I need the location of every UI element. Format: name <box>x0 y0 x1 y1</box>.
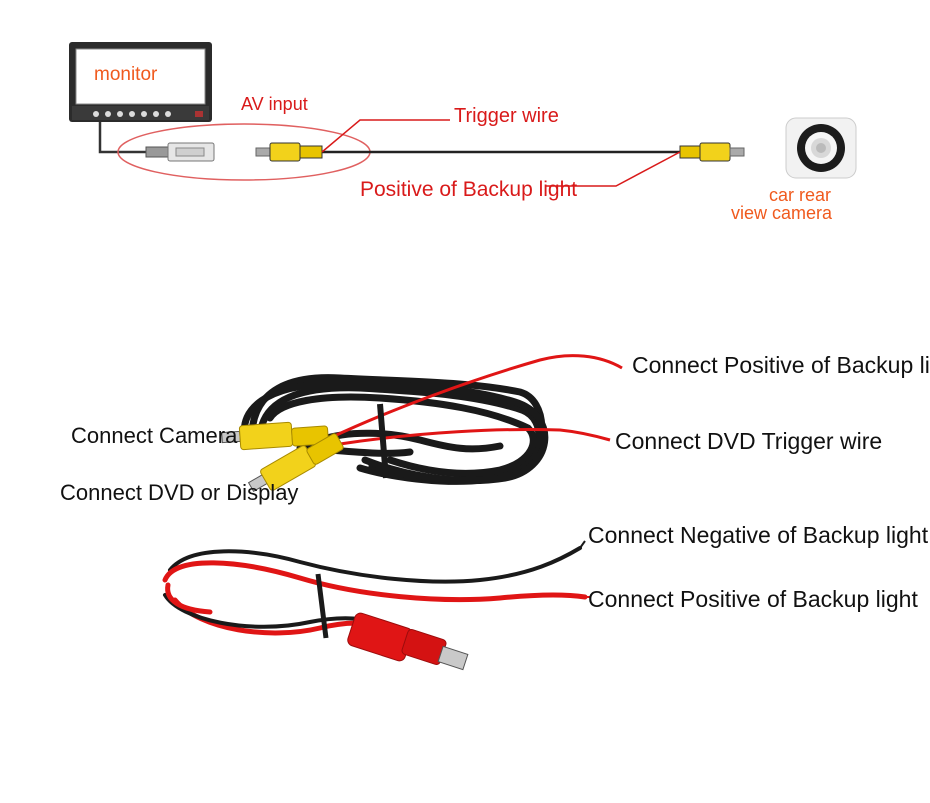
rca-yellow-upper <box>221 421 329 451</box>
camera-label-line2: view camera <box>731 203 833 223</box>
rca-yellow-lower <box>247 433 344 493</box>
camera-graphic <box>785 117 857 179</box>
av-input-label: AV input <box>241 94 308 114</box>
connect-negative-label: Connect Negative of Backup light <box>588 522 929 548</box>
monitor-label: monitor <box>94 64 158 85</box>
rca-plug-right <box>679 142 745 162</box>
dc-power-plug <box>347 612 469 671</box>
av-connector-graphic <box>145 142 215 162</box>
monitor-graphic <box>69 42 212 122</box>
trigger-wire-label: Trigger wire <box>454 105 559 127</box>
video-cable-bundle <box>240 374 549 485</box>
connect-trigger-label: Connect DVD Trigger wire <box>615 428 883 454</box>
connect-display-label: Connect DVD or Display <box>60 480 299 505</box>
connect-positive-bottom-label: Connect Positive of Backup light <box>588 586 918 612</box>
rca-plug-left <box>255 142 323 162</box>
camera-label-line1: car rear <box>769 185 832 205</box>
positive-backup-label: Positive of Backup light <box>360 178 578 201</box>
connect-camera-label: Connect Camera <box>71 423 238 448</box>
connect-positive-top-label: Connect Positive of Backup light <box>632 352 930 378</box>
